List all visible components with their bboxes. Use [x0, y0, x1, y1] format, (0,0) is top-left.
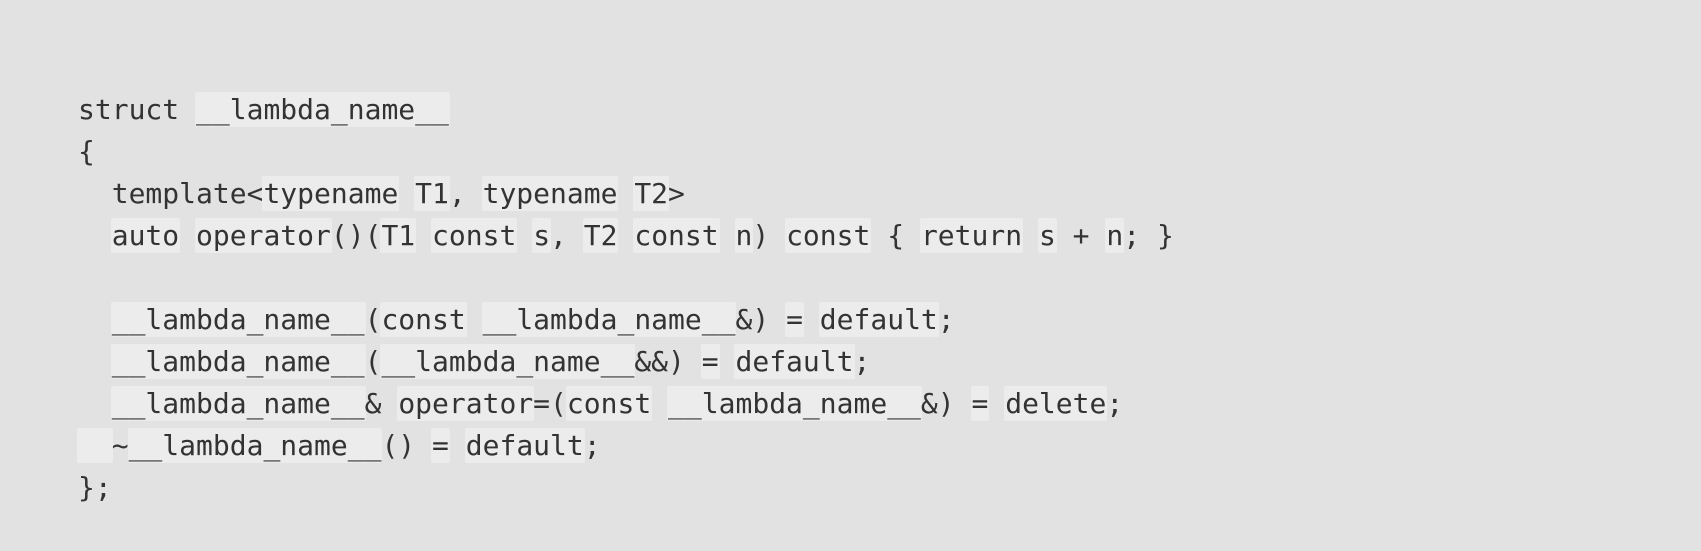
- code-token: const: [634, 219, 719, 252]
- code-token: [78, 303, 112, 336]
- code-token: T1: [381, 219, 416, 252]
- code-token: typename: [263, 177, 399, 210]
- code-token: ~: [111, 429, 129, 462]
- code-token: &: [364, 387, 399, 420]
- code-token: __lambda_name__: [196, 93, 449, 126]
- code-token: =: [786, 303, 803, 336]
- code-token: (: [364, 345, 382, 378]
- code-line: __lambda_name__& operator=(const __lambd…: [78, 383, 1701, 425]
- code-token: [803, 303, 820, 336]
- code-token: __lambda_name__: [111, 345, 365, 378]
- code-token: (: [364, 303, 382, 336]
- code-token: &): [920, 387, 972, 420]
- code-token: n: [1106, 219, 1124, 252]
- code-token: [651, 387, 668, 420]
- code-token: [719, 345, 736, 378]
- code-lines-container: struct __lambda_name__{ template<typenam…: [78, 89, 1701, 509]
- code-token: &&): [634, 345, 702, 378]
- code-token: ()(: [330, 219, 382, 252]
- code-token: auto: [111, 219, 180, 252]
- code-token: [988, 387, 1005, 420]
- code-token: &): [735, 303, 787, 336]
- code-token: [466, 303, 483, 336]
- code-token: template<: [78, 177, 264, 210]
- code-token: [78, 219, 112, 252]
- code-token: (): [381, 429, 433, 462]
- code-token: __lambda_name__: [128, 429, 382, 462]
- code-line: __lambda_name__(__lambda_name__&&) = def…: [78, 341, 1701, 383]
- code-line: };: [78, 467, 1701, 509]
- code-token: ;: [937, 303, 955, 336]
- code-token: [398, 177, 415, 210]
- code-line: ~__lambda_name__() = default;: [78, 425, 1701, 467]
- code-token: };: [78, 471, 112, 504]
- code-token: default: [465, 429, 584, 462]
- code-token: =: [432, 429, 449, 462]
- code-token: +: [1055, 219, 1107, 252]
- code-token: [1022, 219, 1039, 252]
- code-token: [516, 219, 533, 252]
- code-token: operator: [196, 219, 331, 252]
- code-line: auto operator()(T1 const s, T2 const n) …: [78, 215, 1701, 257]
- code-token: s: [1038, 219, 1056, 252]
- code-token: ): [752, 219, 787, 252]
- code-token: ;: [1106, 387, 1124, 420]
- code-token: [617, 177, 634, 210]
- code-token: T2: [583, 219, 618, 252]
- code-token: [78, 387, 112, 420]
- code-token: =: [701, 345, 719, 378]
- code-token: struct: [78, 93, 197, 126]
- code-token: return: [920, 219, 1023, 252]
- code-token: {: [870, 219, 921, 252]
- code-token: __lambda_name__: [381, 345, 635, 378]
- code-line: template<typename T1, typename T2>: [78, 173, 1701, 215]
- code-token: [415, 219, 432, 252]
- code-token: [719, 219, 736, 252]
- code-line: {: [78, 131, 1701, 173]
- code-token: {: [78, 135, 95, 168]
- code-token: T1: [415, 177, 449, 210]
- code-token: [78, 429, 112, 462]
- code-token: [78, 345, 112, 378]
- code-token: __lambda_name__: [111, 303, 365, 336]
- code-token: ,: [448, 177, 483, 210]
- code-token: >: [668, 177, 685, 210]
- code-line: [78, 257, 1701, 299]
- code-token: [179, 219, 196, 252]
- code-token: default: [735, 345, 854, 378]
- code-token: =(: [533, 387, 567, 420]
- code-token: default: [819, 303, 938, 336]
- code-token: typename: [482, 177, 618, 210]
- code-token: ;: [583, 429, 601, 462]
- code-token: __lambda_name__: [482, 303, 736, 336]
- code-token: ;: [853, 345, 871, 378]
- code-token: ,: [550, 219, 584, 252]
- code-token: const: [786, 219, 871, 252]
- code-token: n: [735, 219, 753, 252]
- code-line: struct __lambda_name__: [78, 89, 1701, 131]
- code-token: =: [971, 387, 989, 420]
- code-token: operator: [398, 387, 534, 420]
- code-token: const: [381, 303, 466, 336]
- code-token: [449, 429, 466, 462]
- code-token: __lambda_name__: [668, 387, 921, 420]
- code-token: delete: [1005, 387, 1107, 420]
- code-token: T2: [634, 177, 669, 210]
- code-token: const: [432, 219, 517, 252]
- code-line: __lambda_name__(const __lambda_name__&) …: [78, 299, 1701, 341]
- code-token: const: [566, 387, 652, 420]
- code-token: ; }: [1123, 219, 1174, 252]
- code-token: __lambda_name__: [111, 387, 365, 420]
- code-token: s: [533, 219, 551, 252]
- code-token: [617, 219, 634, 252]
